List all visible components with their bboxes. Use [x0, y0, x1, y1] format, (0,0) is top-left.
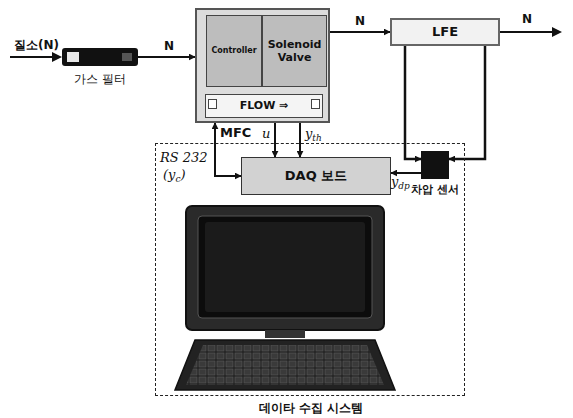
signal-label: (yc)	[163, 167, 186, 187]
part-label: 데이타 수집 시스템	[156, 401, 466, 415]
signal-name: N	[522, 12, 532, 26]
box-text: Solenoid Valve	[263, 36, 326, 66]
part-label: 가스 필터	[50, 72, 150, 86]
signal-name: (y	[163, 167, 175, 182]
arrow-head	[52, 52, 62, 62]
signal-label: yth	[305, 126, 322, 146]
signal-name: y	[391, 174, 398, 189]
flow-label: N	[163, 40, 175, 53]
signal-name: RS 232	[160, 150, 208, 165]
computer-monitor	[186, 206, 384, 338]
part-detail	[208, 99, 217, 109]
signal-label: u	[262, 126, 270, 141]
gas-filter: 가스 필터	[62, 48, 138, 66]
arrow-head	[552, 27, 562, 37]
signal-subscript: dp	[398, 181, 410, 191]
signal-name: )	[180, 167, 185, 182]
part-label: MFC	[220, 126, 260, 140]
flow-sensor-box: FLOW ⇒	[205, 94, 323, 118]
signal-connector	[138, 56, 195, 58]
controller-box: Controller	[206, 15, 262, 87]
flow-label: N	[354, 15, 366, 28]
computer-keyboard	[175, 340, 395, 390]
lfe-box: LFE	[390, 18, 500, 46]
signal-label: 질소(N)	[14, 38, 59, 53]
signal-subscript: th	[312, 133, 321, 143]
box-text: DAQ 보드	[283, 166, 349, 186]
signal-label: RS 232	[160, 150, 208, 165]
daq-board: DAQ 보드	[241, 157, 391, 195]
part-label: 차압 센서	[407, 183, 463, 197]
part-detail	[122, 53, 132, 61]
signal-name: u	[262, 126, 270, 141]
signal-connector	[391, 172, 421, 174]
signal-connector	[330, 31, 390, 33]
signal-label: N	[522, 12, 532, 27]
solenoid-valve-box: Solenoid Valve	[262, 15, 327, 87]
data-acquisition-region: 데이타 수집 시스템DAQ 보드차압 센서	[155, 143, 465, 396]
gas-outlet-arrow	[500, 31, 552, 33]
gas-inlet-arrow	[10, 56, 54, 58]
box-text: FLOW ⇒	[238, 97, 291, 114]
signal-subscript: c	[175, 174, 180, 184]
signal-connector	[299, 123, 301, 157]
signal-name: 질소(N)	[14, 38, 59, 52]
signal-label: ydp	[391, 174, 410, 194]
signal-name: y	[305, 126, 312, 141]
part-detail	[67, 52, 79, 62]
signal-connector	[274, 123, 276, 157]
mfc-unit: MFCControllerSolenoid ValveFLOW ⇒	[195, 8, 330, 123]
box-text: LFE	[430, 22, 460, 42]
box-text: Controller	[209, 44, 258, 58]
part-detail	[311, 99, 320, 109]
differential-pressure-sensor: 차압 센서	[421, 151, 449, 179]
